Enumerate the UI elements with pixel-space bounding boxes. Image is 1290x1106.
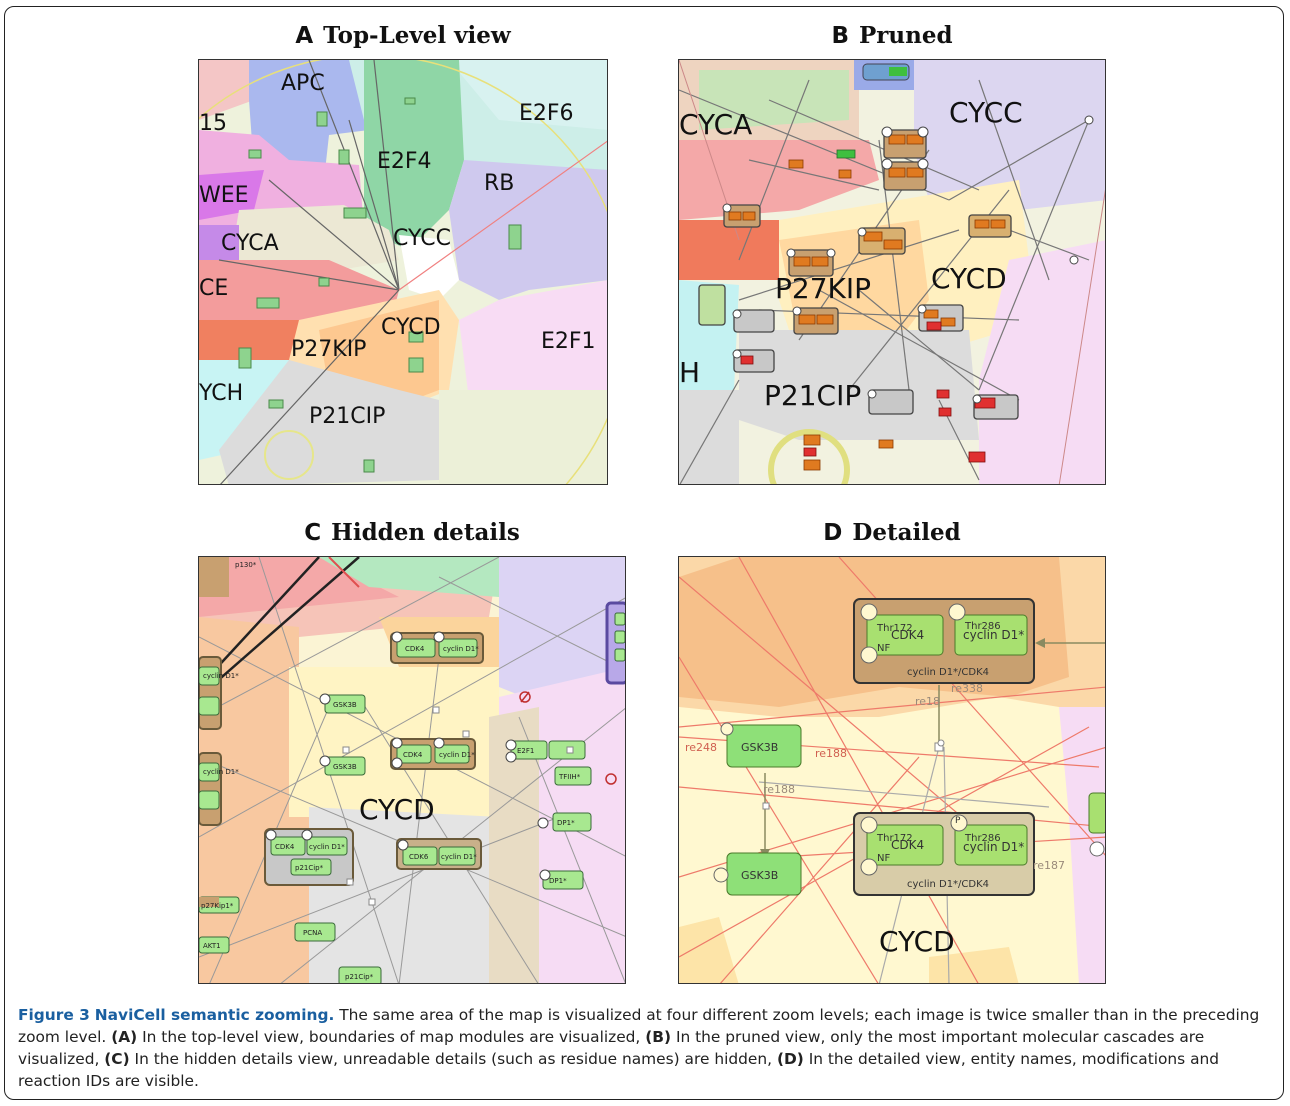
module-label: E2F1 (541, 329, 596, 354)
entity-label: DP1* (557, 819, 575, 827)
residue-label: Thr172 (876, 623, 913, 634)
complex-label: cyclin D1*/CDK4 (907, 667, 989, 678)
figure-caption: Figure 3 NaviCell semantic zooming. The … (18, 1004, 1274, 1092)
entity-label: CDK6 (409, 853, 429, 861)
caption-title: NaviCell semantic zooming. (94, 1006, 335, 1024)
entity-label: TFIIH* (558, 773, 581, 781)
caption-d-tag: (D) (776, 1050, 804, 1068)
entity-label: GSK3B (741, 869, 778, 882)
phospho-label: P (955, 816, 961, 826)
reaction-id: re187 (1033, 859, 1065, 872)
entity-label: CDK4 (405, 645, 425, 653)
entity-label: PCNA (303, 929, 322, 937)
module-label: CYCA (221, 231, 279, 256)
module-label: 15 (199, 111, 227, 136)
module-label: H (679, 356, 700, 389)
panel-d-detailed: Thr172 CDK4 NF Thr286 cyclin D1* cyclin … (678, 556, 1106, 984)
entity-label: p21Cip* (295, 864, 324, 872)
entity-label: CDK4 (891, 838, 924, 852)
figure-frame (4, 6, 1284, 1100)
panel-c-hidden-details: CDK4 cyclin D1* GSK3B CDK4 cyclin D1* GS… (198, 556, 626, 984)
caption-figure-number: Figure 3 (18, 1006, 90, 1024)
entity-label: cyclin D1* (443, 645, 479, 653)
entity-label: p130* (235, 561, 257, 569)
entity-label: CDK4 (891, 628, 924, 642)
module-label: P27KIP (291, 337, 366, 362)
module-label: RB (484, 171, 514, 196)
caption-c-tag: (C) (104, 1050, 130, 1068)
reaction-id: re188 (815, 747, 847, 760)
module-label: WEE (199, 183, 249, 208)
panel-b-pruned: CYCA CYCC CYCD P27KIP P21CIP H (678, 59, 1106, 485)
module-label: P21CIP (764, 379, 861, 412)
residue-label: Thr286 (964, 833, 1001, 844)
module-label: CYCA (679, 108, 752, 141)
module-label: CYCD (931, 262, 1007, 295)
reaction-id: re338 (951, 682, 983, 695)
residue-label: Thr286 (964, 621, 1001, 632)
entity-label: E2F1 (517, 747, 534, 755)
caption-a-text: In the top-level view, boundaries of map… (142, 1028, 641, 1046)
entity-label: GSK3B (333, 763, 357, 771)
entity-label: p27Kip1* (201, 902, 234, 910)
entity-label: GSK3B (333, 701, 357, 709)
caption-intro: The same area of the map is visualized a… (18, 1006, 1260, 1046)
entity-label: GSK3B (741, 741, 778, 754)
caption-b-tag: (B) (645, 1028, 672, 1046)
entity-label: CDK4 (403, 751, 423, 759)
module-label: YCH (199, 381, 243, 406)
entity-label: cyclin D1* (203, 672, 239, 680)
caption-d-text: In the detailed view, entity names, modi… (18, 1050, 1220, 1090)
module-label: CYCC (393, 226, 451, 251)
module-label: P27KIP (775, 272, 871, 305)
module-label: CYCD (381, 315, 441, 340)
caption-c-text: In the hidden details view, unreadable d… (134, 1050, 773, 1068)
entity-label: cyclin D1* (439, 751, 475, 759)
entity-label: cyclin D1* (441, 853, 477, 861)
module-label: P21CIP (309, 404, 385, 429)
caption-b-text: In the pruned view, only the most import… (18, 1028, 1205, 1068)
entity-label: CDK4 (275, 843, 295, 851)
entity-label: AKT1 (203, 942, 221, 950)
module-label: CYCD (879, 925, 955, 958)
caption-a-tag: (A) (111, 1028, 138, 1046)
entity-label: p21Cip* (345, 973, 374, 981)
module-label: CE (199, 276, 228, 301)
complex-label: cyclin D1*/CDK4 (907, 879, 989, 890)
module-label: E2F4 (377, 149, 432, 174)
module-label: E2F6 (519, 101, 574, 126)
entity-label: cyclin D1* (963, 840, 1024, 854)
entity-label: cyclin D1* (203, 768, 239, 776)
modification-label: NF (877, 643, 890, 654)
reaction-id: re188 (763, 783, 795, 796)
reaction-id: re18 (915, 695, 940, 708)
entity-label: cyclin D1* (963, 628, 1024, 642)
entity-label: DP1* (549, 877, 567, 885)
modification-label: NF (877, 853, 890, 864)
module-label: CYCD (359, 793, 435, 826)
module-label: APC (281, 71, 325, 96)
module-label: CYCC (949, 96, 1023, 129)
reaction-id: re248 (685, 741, 717, 754)
panel-a-top-level-view: APC E2F6 15 E2F4 RB WEE CYCA CYCC CE CYC… (198, 59, 608, 485)
entity-label: cyclin D1* (309, 843, 345, 851)
residue-label: Thr172 (876, 833, 913, 844)
